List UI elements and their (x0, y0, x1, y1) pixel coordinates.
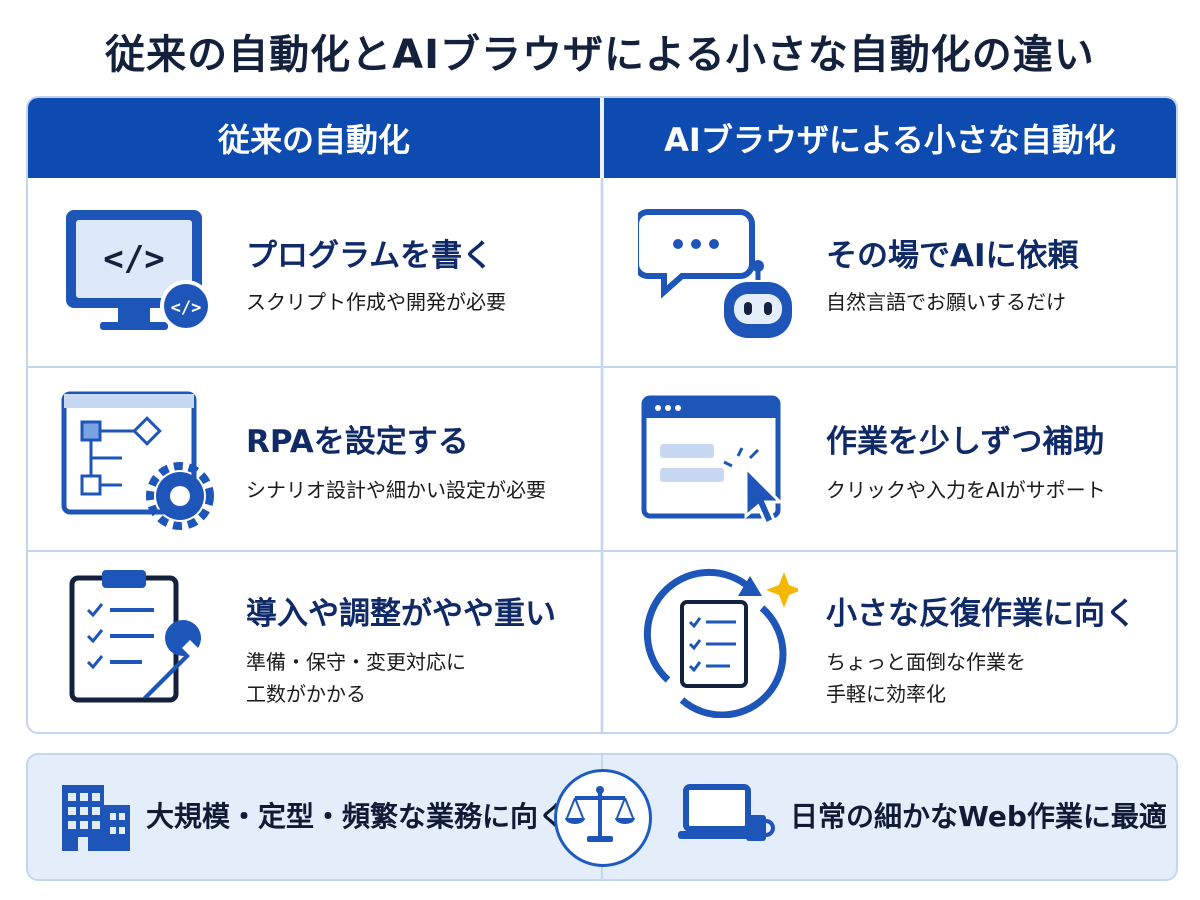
building-icon (56, 777, 136, 857)
clipboard-wrench-icon (58, 564, 218, 714)
row2-left-desc: シナリオ設計や細かい設定が必要 (246, 478, 546, 502)
row3-right-title: 小さな反復作業に向く (826, 596, 1136, 632)
row2-right-title: 作業を少しずつ補助 (826, 424, 1105, 460)
row1-right-desc: 自然言語でお願いするだけ (826, 290, 1066, 314)
row1-left-desc: スクリプト作成や開発が必要 (246, 290, 506, 314)
checklist-cycle-icon (638, 568, 802, 719)
column-divider (601, 178, 603, 732)
summary-right-text: 日常の細かなWeb作業に最適 (790, 800, 1167, 833)
row3-left-desc: 準備・保守・変更対応に 工数がかかる (246, 650, 466, 706)
header-left: 従来の自動化 (28, 98, 600, 178)
balance-scale-icon (554, 769, 652, 867)
laptop-mug-icon (678, 781, 778, 857)
row3-left-title: 導入や調整がやや重い (246, 596, 556, 632)
summary-band: 大規模・定型・頻繁な業務に向く 日常の細かなWeb作業に最適 (26, 753, 1178, 881)
row3-right-desc: ちょっと面倒な作業を 手軽に効率化 (826, 650, 1026, 706)
svg-text:</>: </> (103, 239, 164, 279)
monitor-code-icon: </> </> (58, 198, 218, 348)
flowchart-gear-icon (58, 384, 218, 534)
row1-right-title: その場でAIに依頼 (826, 238, 1079, 274)
chat-robot-icon (633, 198, 798, 348)
row2-left-title: RPAを設定する (246, 424, 469, 460)
row2-right-desc: クリックや入力をAIがサポート (826, 478, 1106, 502)
browser-cursor-icon (638, 388, 798, 538)
summary-left-text: 大規模・定型・頻繁な業務に向く (146, 800, 567, 833)
row1-left-title: プログラムを書く (246, 238, 494, 274)
header-right: AIブラウザによる小さな自動化 (604, 98, 1176, 178)
row-divider (28, 550, 1176, 552)
page-title: 従来の自動化とAIブラウザによる小さな自動化の違い (105, 32, 1095, 78)
comparison-table: 従来の自動化 AIブラウザによる小さな自動化 </> </> プログラムを書く … (26, 96, 1178, 734)
svg-text:</>: </> (171, 298, 202, 318)
row-divider (28, 366, 1176, 368)
